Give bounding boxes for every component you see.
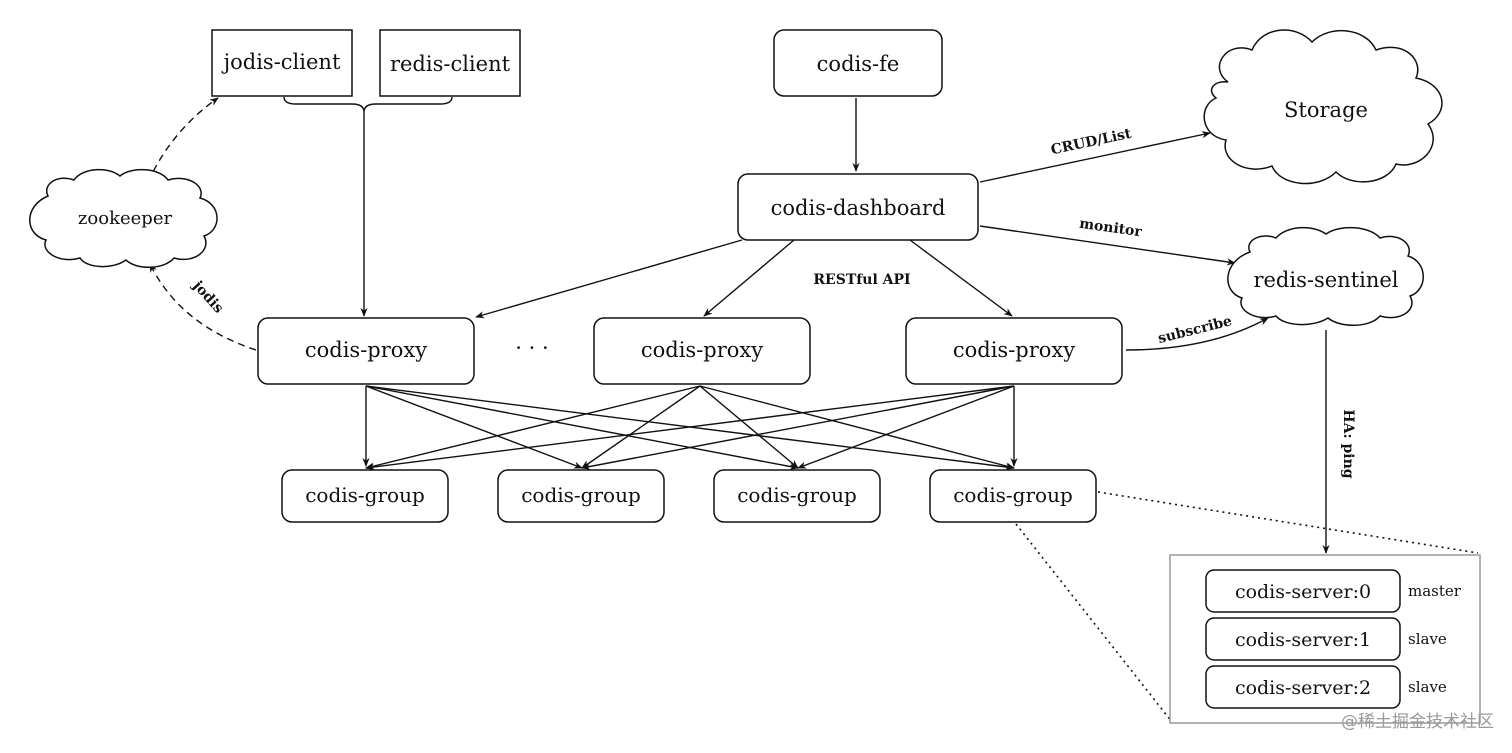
client-brace: [283, 96, 453, 113]
codis-proxy-label-1: codis-proxy: [305, 338, 427, 362]
server-label-0: codis-server:0: [1235, 581, 1371, 603]
server-box-2: [1205, 665, 1401, 709]
redis-sentinel-label: redis-sentinel: [1253, 268, 1398, 292]
codis-group-box-4: codis-group: [929, 469, 1097, 523]
codis-group-label-4: codis-group: [953, 483, 1073, 507]
edge-label-ha-ping: HA: ping: [1340, 409, 1356, 478]
edge-label-restful-api: RESTful API: [813, 272, 910, 288]
codis-proxy-label-2: codis-proxy: [641, 338, 763, 362]
codis-group-box-2: codis-group: [497, 469, 665, 523]
codis-group-label-3: codis-group: [737, 483, 857, 507]
edge-label-subscribe: subscribe: [1156, 313, 1233, 347]
edge-zookeeper-to-jodis-client: [147, 97, 219, 183]
proxy-ellipsis: · · ·: [515, 336, 548, 360]
server-box-0: [1205, 569, 1401, 613]
edge-dashboard-to-proxy-3: [909, 239, 1013, 317]
storage-label: Storage: [1284, 98, 1368, 122]
edge-dashboard-to-proxy-1: [475, 239, 743, 319]
jodis-client-box: jodis-client: [211, 29, 353, 97]
storage-cloud: Storage: [1203, 29, 1443, 185]
edge-label-crud-list: CRUD/List: [1050, 126, 1134, 159]
server-role-0: master: [1408, 582, 1462, 600]
server-role-2: slave: [1408, 678, 1447, 696]
codis-group-label-1: codis-group: [305, 483, 425, 507]
watermark-text: @稀土掘金技术社区: [1341, 712, 1494, 732]
codis-fe-label: codis-fe: [817, 52, 900, 76]
server-label-1: codis-server:1: [1235, 629, 1371, 651]
server-role-1: slave: [1408, 630, 1447, 648]
codis-dashboard-label: codis-dashboard: [771, 196, 946, 220]
server-box-1: [1205, 617, 1401, 661]
codis-proxy-box-2: codis-proxy: [593, 317, 811, 385]
codis-fe-box: codis-fe: [773, 29, 943, 97]
redis-client-label: redis-client: [390, 52, 511, 76]
codis-group-label-2: codis-group: [521, 483, 641, 507]
zoom-lines: [1015, 491, 1479, 723]
codis-group-box-3: codis-group: [713, 469, 881, 523]
edge-proxy-to-sentinel: [1125, 317, 1269, 351]
server-label-2: codis-server:2: [1235, 677, 1371, 699]
codis-dashboard-box: codis-dashboard: [737, 173, 979, 241]
redis-client-box: redis-client: [379, 29, 521, 97]
proxy-group-mesh: [362, 385, 1018, 471]
codis-proxy-box-3: codis-proxy: [905, 317, 1123, 385]
server-group-panel: codis-server:0 codis-server:1 codis-serv…: [1169, 554, 1481, 724]
zookeeper-label: zookeeper: [78, 208, 173, 229]
redis-sentinel-cloud: redis-sentinel: [1227, 226, 1424, 326]
jodis-client-label: jodis-client: [221, 50, 341, 74]
codis-proxy-label-3: codis-proxy: [953, 338, 1075, 362]
edge-dashboard-to-storage: [979, 131, 1211, 183]
edge-proxy-to-zookeeper: [149, 263, 257, 351]
codis-group-box-1: codis-group: [281, 469, 449, 523]
edge-dashboard-to-sentinel: [979, 225, 1236, 266]
codis-proxy-box-1: codis-proxy: [257, 317, 475, 385]
edge-label-jodis: jodis: [188, 277, 226, 317]
zookeeper-cloud: zookeeper: [29, 168, 218, 268]
edge-dashboard-to-proxy-2: [703, 239, 795, 317]
edge-label-monitor: monitor: [1078, 216, 1143, 241]
